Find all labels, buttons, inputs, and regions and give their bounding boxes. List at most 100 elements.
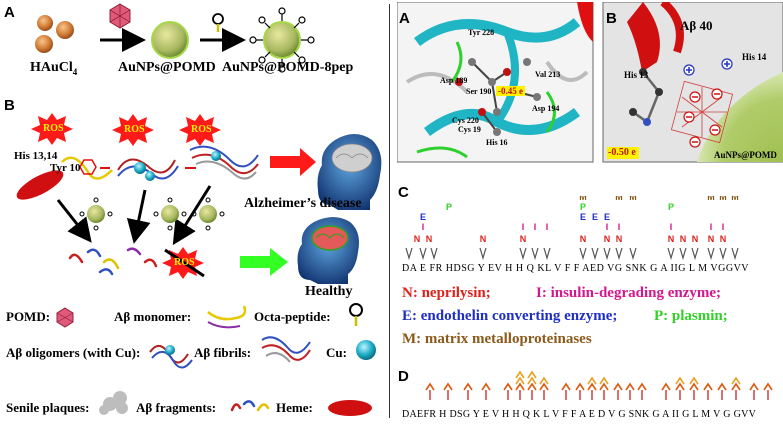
left-panel-a-letter: A bbox=[4, 4, 15, 21]
label-tyr: Tyr 10 bbox=[50, 162, 81, 174]
c-n10: N bbox=[692, 234, 699, 244]
legend-pomd: POMD: bbox=[6, 309, 51, 324]
legend-ide: I: insulin-degrading enzyme; bbox=[536, 285, 722, 301]
pomd-cluster-icon bbox=[109, 3, 131, 29]
legend-cu-icon bbox=[356, 340, 376, 360]
np-small-2 bbox=[153, 197, 187, 231]
label-aunps-b: AuNPs@POMD bbox=[714, 150, 777, 160]
legend-octa: Octa-peptide: bbox=[254, 309, 331, 324]
res-cys19: Cys 19 bbox=[458, 125, 481, 134]
c-n3: N bbox=[480, 234, 487, 244]
c-p3: P bbox=[668, 202, 674, 212]
label-his14: His 14 bbox=[742, 52, 767, 62]
ros-burst-1 bbox=[31, 113, 73, 145]
c-n12: N bbox=[720, 234, 727, 244]
label-healthy: Healthy bbox=[305, 284, 353, 299]
c-n1: N bbox=[414, 234, 421, 244]
c-i7: I bbox=[670, 222, 673, 232]
c-e4: E bbox=[604, 212, 610, 222]
c-m1: M bbox=[579, 196, 587, 202]
c-m6: M bbox=[731, 196, 739, 202]
legend-octa-icon bbox=[349, 303, 363, 326]
c-n6: N bbox=[604, 234, 611, 244]
c-e2: E bbox=[580, 212, 586, 222]
res-ser190: Ser 190 bbox=[466, 87, 492, 96]
aunps-pomd-sphere bbox=[151, 21, 189, 59]
legend-heme: Heme: bbox=[276, 400, 313, 415]
legend-heme-icon bbox=[328, 400, 372, 416]
c-i2: I bbox=[522, 222, 525, 232]
octa-peptide-icon bbox=[212, 13, 224, 32]
c-n11: N bbox=[708, 234, 715, 244]
legend-cu: Cu: bbox=[326, 345, 347, 360]
c-n5: N bbox=[580, 234, 587, 244]
res-his16: His 16 bbox=[486, 138, 508, 147]
c-p2: P bbox=[580, 202, 586, 212]
c-n2: N bbox=[426, 234, 433, 244]
legend-ece: E: endothelin converting enzyme; bbox=[402, 308, 618, 324]
ros-burst-2 bbox=[112, 114, 154, 146]
right-panel-a-letter: A bbox=[399, 10, 410, 27]
label-aunps-pomd: AuNPs@POMD bbox=[118, 60, 216, 75]
c-i4: I bbox=[546, 222, 549, 232]
c-m5: M bbox=[719, 196, 727, 202]
legend-plaques: Senile plaques: bbox=[6, 400, 90, 415]
cleavage-markers bbox=[405, 247, 739, 261]
right-panel-b-letter: B bbox=[606, 10, 617, 27]
legend-monomer: Aβ monomer: bbox=[114, 309, 192, 324]
legend-plasmin: P: plasmin; bbox=[654, 308, 728, 324]
c-n8: N bbox=[668, 234, 675, 244]
ros-label-3: ROS bbox=[191, 124, 212, 135]
legend-neprilysin: N: neprilysin; bbox=[402, 285, 491, 301]
res-cys220: Cys 220 bbox=[452, 116, 479, 125]
label-abeta40: Aβ 40 bbox=[680, 18, 713, 33]
legend-oligomers: Aβ oligomers (with Cu): bbox=[6, 345, 141, 360]
right-molecular-views bbox=[397, 2, 783, 163]
legend-fragments-icon bbox=[230, 400, 270, 412]
cleavage-map: E I N N P N I N I I M P E E N E I M I N … bbox=[405, 196, 739, 261]
res-asp189: Asp 189 bbox=[440, 76, 468, 85]
res-tyr228: Tyr 228 bbox=[468, 28, 495, 37]
sequence-d: DAEFR H DSG Y E V H H Q K L V F F A E D … bbox=[402, 409, 757, 420]
sequence-c: DA E FR HDSG Y EV H H Q KL V F F AED VG … bbox=[402, 263, 750, 274]
c-n7: N bbox=[616, 234, 623, 244]
c-n4: N bbox=[520, 234, 527, 244]
alzheimer-head-icon bbox=[317, 134, 382, 210]
ros-label-1: ROS bbox=[43, 123, 64, 134]
octa-peptide-row bbox=[425, 370, 773, 400]
c-e1: E bbox=[420, 212, 426, 222]
ros-burst-3 bbox=[179, 114, 221, 146]
ros-crossed bbox=[162, 247, 205, 279]
green-arrow-healthy bbox=[240, 248, 288, 276]
c-m4: M bbox=[707, 196, 715, 202]
aunps-pomd-8pep-icon bbox=[249, 7, 315, 73]
octa-markers bbox=[425, 370, 773, 400]
c-i3: I bbox=[534, 222, 537, 232]
left-schematic bbox=[16, 3, 382, 416]
np-small-3 bbox=[191, 197, 225, 231]
healthy-head-icon bbox=[297, 217, 359, 284]
charge-b: -0.50 e bbox=[608, 147, 636, 158]
legend-pomd-icon bbox=[56, 307, 74, 328]
legend-monomer-icon bbox=[207, 305, 247, 321]
panel-divider bbox=[389, 4, 390, 418]
heme-icon bbox=[16, 170, 64, 200]
ros-label-2: ROS bbox=[124, 124, 145, 135]
legend-oligomer-icon bbox=[149, 345, 193, 369]
haucl4-spheres-icon bbox=[35, 15, 74, 53]
c-i8: I bbox=[710, 222, 713, 232]
np-small-1 bbox=[79, 197, 113, 231]
label-aunps-pomd-8pep: AuNPs@POMD-8pep bbox=[222, 60, 354, 75]
c-n9: N bbox=[680, 234, 687, 244]
left-panel-b-letter: B bbox=[4, 97, 15, 114]
c-i9: I bbox=[722, 222, 725, 232]
c-p1: P bbox=[446, 202, 452, 212]
legend-fibrils: Aβ fibrils: bbox=[194, 345, 252, 360]
c-i6: I bbox=[618, 222, 621, 232]
c-i1: I bbox=[422, 222, 425, 232]
res-val213: Val 213 bbox=[535, 70, 561, 79]
c-m3: M bbox=[629, 196, 637, 202]
legend-fibrils-icon bbox=[261, 336, 311, 363]
legend-fragments: Aβ fragments: bbox=[136, 400, 217, 415]
c-e3: E bbox=[592, 212, 598, 222]
